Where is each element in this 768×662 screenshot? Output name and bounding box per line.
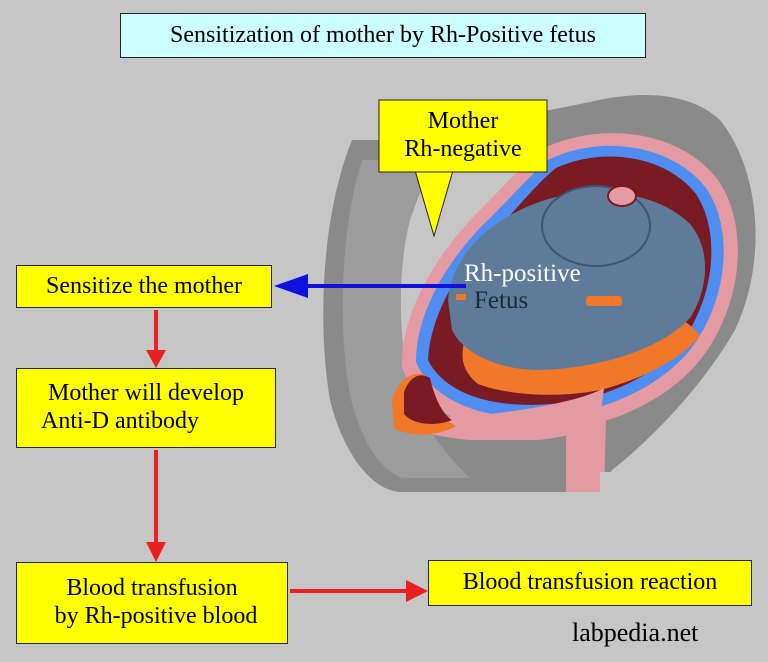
fetus-ear [607,185,637,207]
mother-callout-label: Mother Rh-negative [379,100,547,172]
sensitize-mother-text: Sensitize the mother [46,272,242,299]
blue-arrowhead [274,274,308,298]
fetus-label: Fetus [474,287,529,314]
transfusion-reaction-text: Blood transfusion reaction [462,569,718,596]
lower-gray-strip [460,440,560,480]
mother-callout-line1: Mother [427,108,499,135]
fetal-organ-mark [586,296,622,306]
lower-tissue-strip [566,420,606,492]
red-arrow-2-head [146,542,166,562]
transfusion-reaction-box: Blood transfusion reaction [428,560,752,606]
fetal-organ-mark-2 [456,294,466,300]
anti-d-line2: Anti-D antibody [41,408,199,434]
cervix-dark [404,375,452,424]
transfusion-line2: by Rh-positive blood [54,603,258,629]
red-arrow-3-head [406,580,428,602]
site-credit: labpedia.net [572,618,699,647]
anti-d-line1: Mother will develop [48,380,244,407]
transfusion-line1: Blood transfusion [66,575,238,602]
pregnancy-illustration [323,95,756,493]
diagram-title: Sensitization of mother by Rh-Positive f… [120,13,646,58]
mother-body-inner [342,160,470,478]
blood-transfusion-box: Blood transfusion by Rh-positive blood [16,562,288,644]
mother-callout-line2: Rh-negative [404,136,522,162]
anti-d-antibody-box: Mother will develop Anti-D antibody [16,368,276,448]
fetus-rh-label: Rh-positive [464,260,581,287]
red-arrow-1-head [146,350,166,368]
background-patch [600,472,640,492]
mother-callout-box [378,99,548,173]
diagram-title-text: Sensitization of mother by Rh-Positive f… [170,21,596,48]
sensitize-mother-box: Sensitize the mother [16,265,272,308]
